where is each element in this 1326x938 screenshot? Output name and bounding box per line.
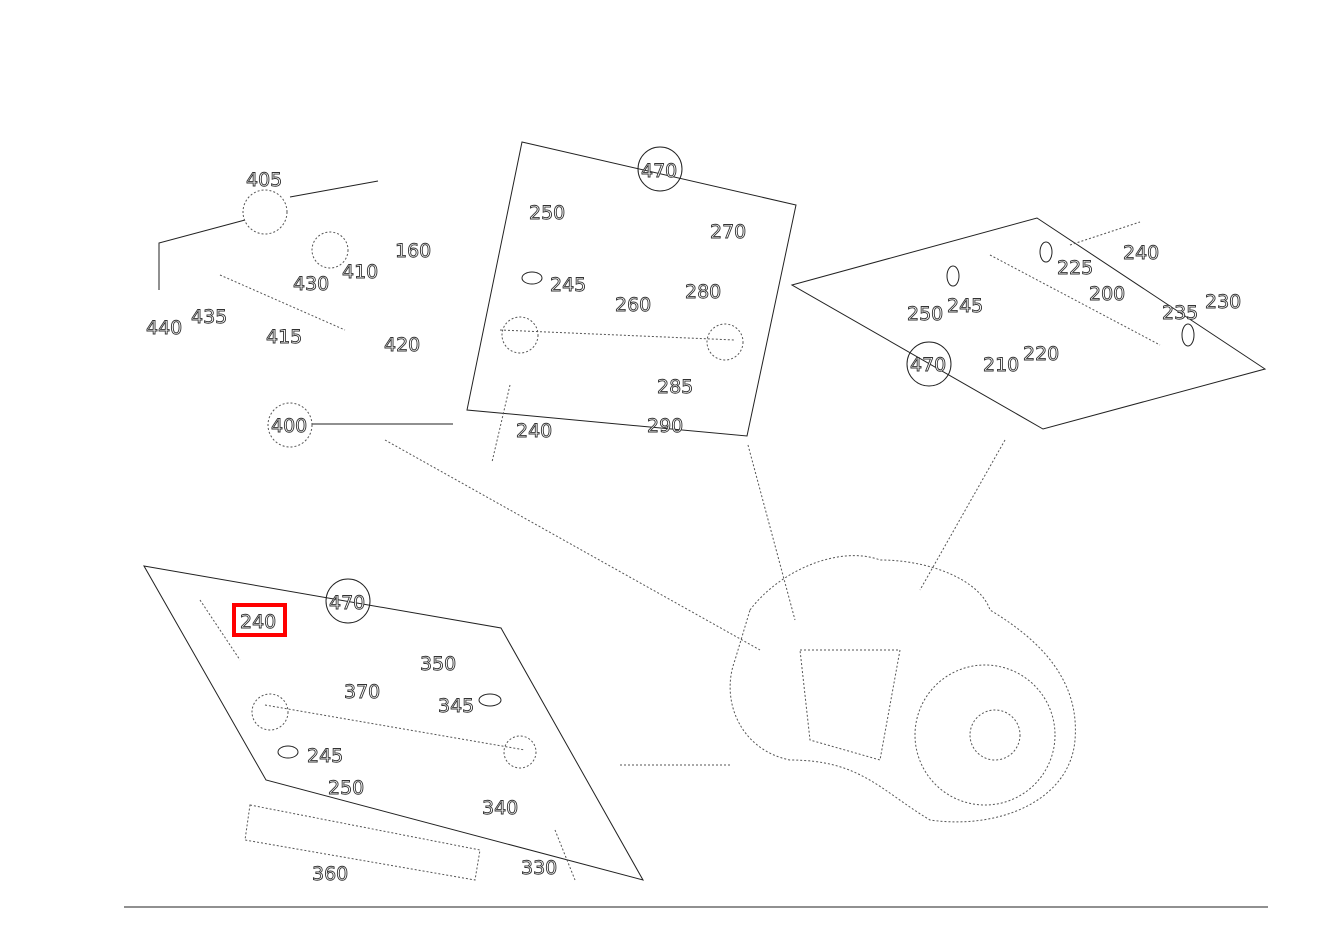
leader-to-vehicle <box>919 439 1006 591</box>
right-frame <box>790 217 1267 430</box>
part-label-430[interactable]: 430 <box>293 273 330 296</box>
part-label-225[interactable]: 225 <box>1057 257 1094 280</box>
part-label-370[interactable]: 370 <box>344 681 381 704</box>
part-sketches <box>199 189 1195 881</box>
callout-circle-400 <box>267 402 313 448</box>
part-label-230[interactable]: 230 <box>1205 291 1242 314</box>
part-label-440[interactable]: 440 <box>146 317 183 340</box>
part-label-245[interactable]: 245 <box>307 745 344 768</box>
part-label-350[interactable]: 350 <box>420 653 457 676</box>
part-label-435[interactable]: 435 <box>191 306 228 329</box>
leader-line <box>158 219 246 290</box>
part-label-250[interactable]: 250 <box>529 202 566 225</box>
part-label-235[interactable]: 235 <box>1162 302 1199 325</box>
part-label-290[interactable]: 290 <box>647 415 684 438</box>
part-label-270[interactable]: 270 <box>710 221 747 244</box>
part-label-360[interactable]: 360 <box>312 863 349 886</box>
part-label-240-highlighted[interactable]: 240 <box>240 611 277 634</box>
part-label-220[interactable]: 220 <box>1023 343 1060 366</box>
callout-label-470[interactable]: 470 <box>910 354 947 377</box>
leader-to-vehicle <box>747 444 796 621</box>
callout-circle-470 <box>906 341 952 387</box>
callout-circle-470 <box>637 146 683 192</box>
axle-assembly-sketch <box>729 555 1076 823</box>
leader-to-vehicle <box>384 439 761 651</box>
leader-line <box>289 180 379 198</box>
part-label-330[interactable]: 330 <box>521 857 558 880</box>
part-label-245[interactable]: 245 <box>550 274 587 297</box>
bottom-left-frame <box>143 565 645 881</box>
part-label-240[interactable]: 240 <box>1123 242 1160 265</box>
callout-circle-470 <box>325 578 371 624</box>
part-label-405[interactable]: 405 <box>246 169 283 192</box>
part-label-200[interactable]: 200 <box>1089 283 1126 306</box>
callout-label-470[interactable]: 470 <box>641 160 678 183</box>
part-label-340[interactable]: 340 <box>482 797 519 820</box>
part-label-285[interactable]: 285 <box>657 376 694 399</box>
part-label-245[interactable]: 245 <box>947 295 984 318</box>
part-label-260[interactable]: 260 <box>615 294 652 317</box>
part-label-280[interactable]: 280 <box>685 281 722 304</box>
part-label-415[interactable]: 415 <box>266 326 303 349</box>
part-label-250[interactable]: 250 <box>328 777 365 800</box>
part-label-420[interactable]: 420 <box>384 334 421 357</box>
part-label-250[interactable]: 250 <box>907 303 944 326</box>
part-label-400[interactable]: 400 <box>271 415 308 438</box>
part-label-410[interactable]: 410 <box>342 261 379 284</box>
callout-label-470[interactable]: 470 <box>329 592 366 615</box>
part-label-210[interactable]: 210 <box>983 354 1020 377</box>
top-middle-frame <box>466 141 797 437</box>
part-label-240[interactable]: 240 <box>516 420 553 443</box>
part-label-160[interactable]: 160 <box>395 240 432 263</box>
part-label-345[interactable]: 345 <box>438 695 475 718</box>
highlight-box <box>232 603 287 637</box>
